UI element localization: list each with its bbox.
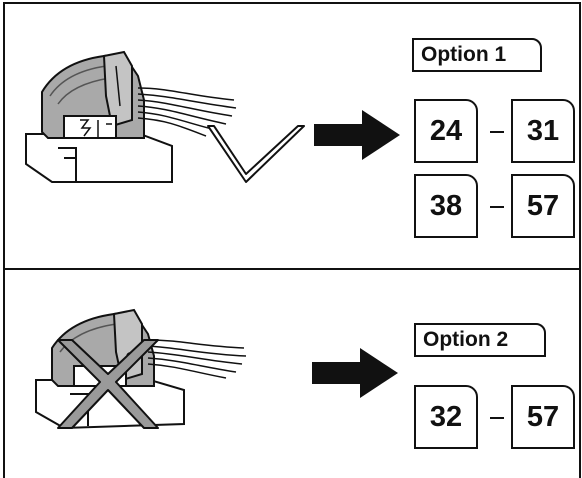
pin-range-end: 31: [511, 99, 575, 163]
option-2-label: Option 2: [414, 323, 546, 357]
range-dash: [490, 206, 504, 208]
pin-range-start: 32: [414, 385, 478, 449]
pin-range-end: 57: [511, 385, 575, 449]
range-dash: [490, 131, 504, 133]
arrow-right-icon-1: [314, 110, 400, 160]
pin-range-end: 57: [511, 174, 575, 238]
pin-range-start: 38: [414, 174, 478, 238]
diagram-frame: [3, 2, 581, 478]
option-1-label: Option 1: [412, 38, 542, 72]
x-mark-icon: [57, 339, 159, 429]
range-dash: [490, 417, 504, 419]
section-divider: [3, 268, 581, 270]
check-mark-icon: [207, 125, 305, 183]
pin-range-start: 24: [414, 99, 478, 163]
connector-illustration-1: [25, 50, 237, 183]
arrow-right-icon-2: [312, 348, 398, 398]
